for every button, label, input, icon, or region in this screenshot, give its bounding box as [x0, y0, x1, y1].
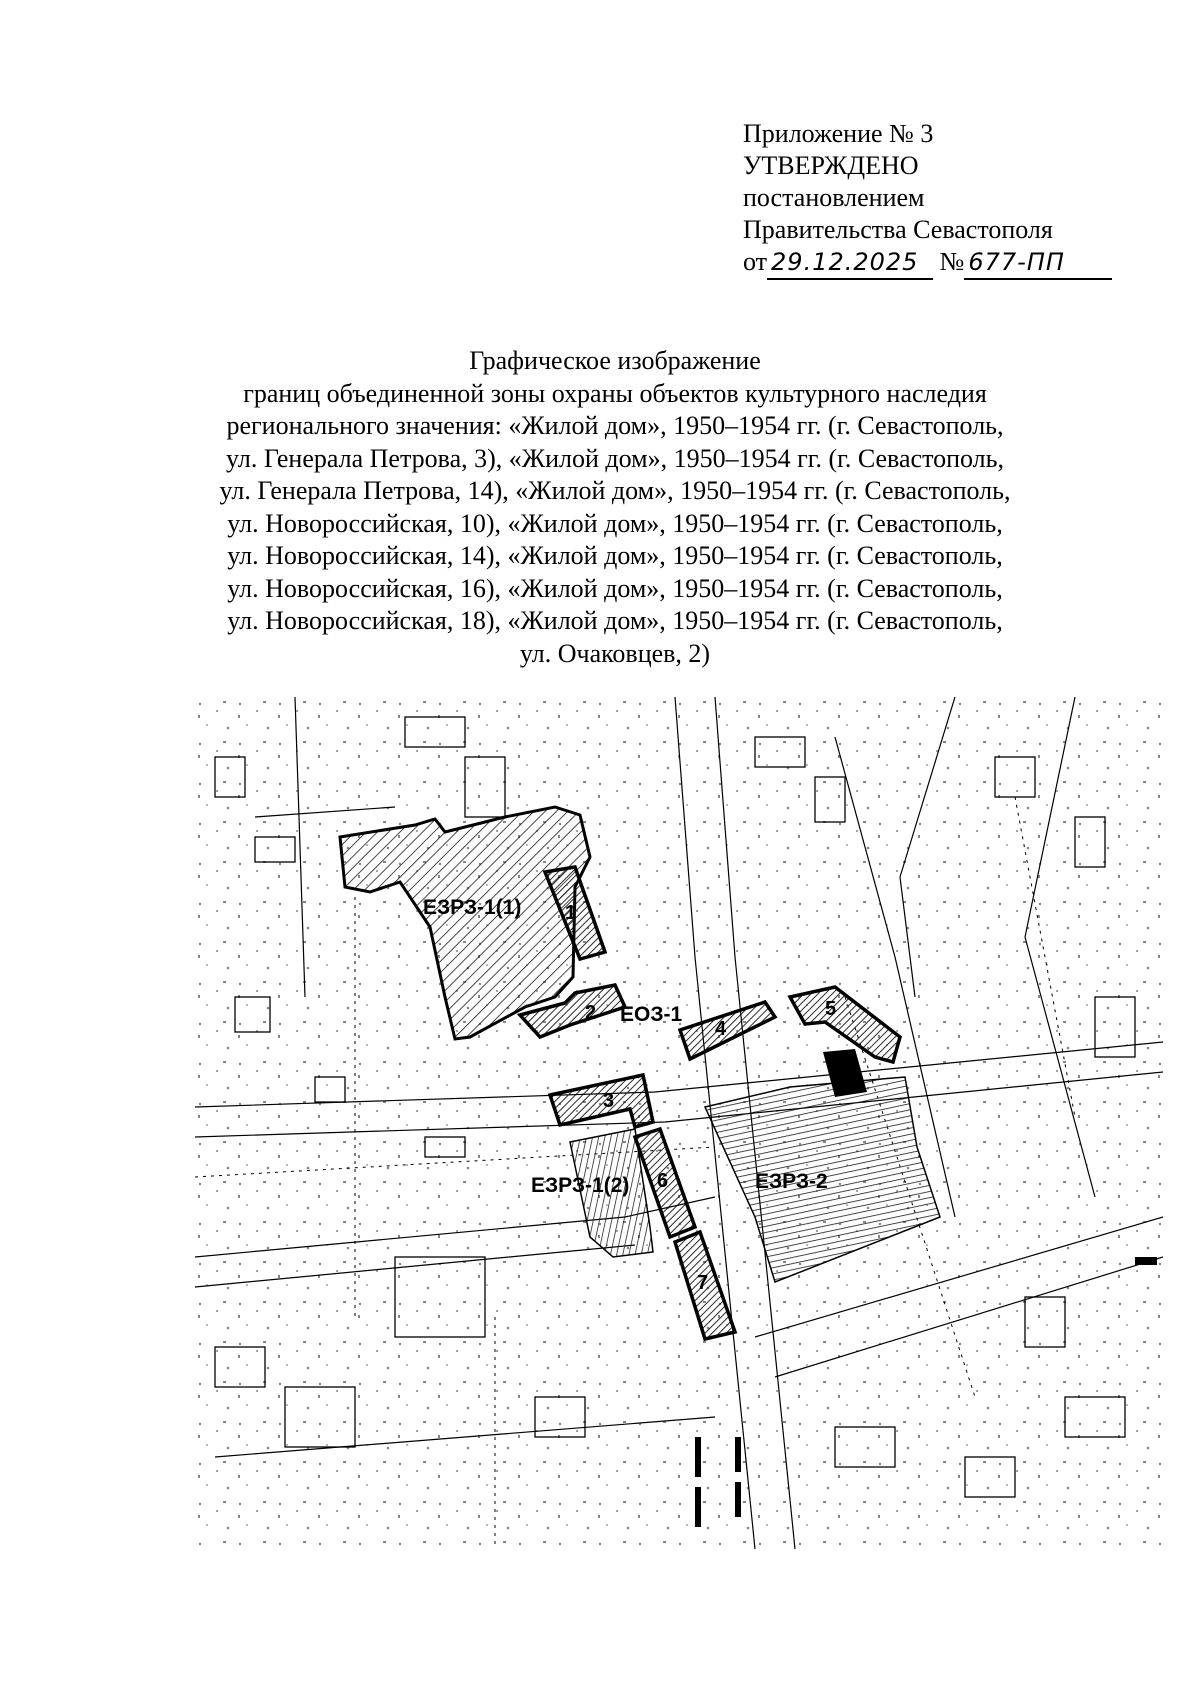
title-line: ул. Новороссийская, 14), «Жилой дом», 19…: [227, 541, 1003, 570]
title-line: границ объединенной зоны охраны объектов…: [243, 378, 987, 408]
approved-by-decree: постановлением: [743, 183, 925, 212]
object-1: [542, 865, 608, 962]
title-line: ул. Генерала Петрова, 14), «Жилой дом», …: [219, 476, 1011, 505]
title-line: ул. Новороссийская, 10), «Жилой дом», 19…: [227, 508, 1003, 538]
title-line: ул. Генерала Петрова, 3), «Жилой дом», 1…: [226, 443, 1004, 473]
base-map: [195, 697, 1163, 1549]
zone-label-ezrz-2: ЕЗРЗ-2: [755, 1170, 828, 1193]
zone-boundary-map: 1 2 3 4 5 6 7 ЕЗРЗ-1(1) ЕОЗ-1 ЕЗРЗ-1(2) …: [195, 697, 1163, 1549]
object-4: [677, 999, 778, 1062]
title-line: ул. Очаковцев, 2): [519, 638, 711, 668]
appendix-number: Приложение № 3: [743, 119, 934, 148]
object-2: [516, 983, 628, 1040]
title-line: ул. Новороссийская, 16), «Жилой дом», 19…: [227, 573, 1003, 603]
object-label-5: 5: [825, 998, 836, 1020]
approved-heading: УТВЕРЖДЕНО: [743, 151, 919, 180]
object-label-3: 3: [603, 1090, 614, 1112]
zone-ezrz-1-1: [338, 805, 592, 1041]
object-label-2: 2: [585, 1002, 596, 1024]
from-label: от: [743, 247, 768, 276]
approval-stamp-block: Приложение № 3 УТВЕРЖДЕНО постановлением…: [743, 118, 1143, 280]
object-label-1: 1: [565, 902, 576, 924]
zone-label-ezrz-1-2: ЕЗРЗ-1(2): [531, 1174, 629, 1197]
object-label-6: 6: [657, 1170, 668, 1192]
object-number-labels: 1 2 3 4 5 6 7: [565, 902, 836, 1294]
title-line: ул. Новороссийская, 18), «Жилой дом», 19…: [227, 606, 1003, 635]
zone-ezrz-1-2: [569, 1128, 654, 1258]
title-line: Графическое изображение: [469, 346, 761, 375]
approving-authority: Правительства Севастополя: [743, 215, 1053, 244]
object-label-4: 4: [715, 1018, 727, 1040]
map-svg: 1 2 3 4 5 6 7 ЕЗРЗ-1(1) ЕОЗ-1 ЕЗРЗ-1(2) …: [195, 697, 1163, 1549]
object-5: [787, 985, 903, 1065]
zone-ezrz-2: [703, 1049, 941, 1283]
protected-objects: [516, 865, 903, 1342]
object-3: [547, 1072, 656, 1130]
object-label-7: 7: [697, 1272, 708, 1294]
decree-date-handwritten: 29.12.2025: [767, 246, 934, 280]
zone-labels: ЕЗРЗ-1(1) ЕОЗ-1 ЕЗРЗ-1(2) ЕЗРЗ-2: [423, 896, 828, 1197]
decree-number-handwritten: 677-ПП: [964, 246, 1113, 280]
zone-label-eoz-1: ЕОЗ-1: [620, 1003, 682, 1026]
title-line: регионального значения: «Жилой дом», 195…: [226, 411, 1004, 440]
object-6: [632, 1126, 698, 1240]
number-label: №: [939, 247, 965, 276]
object-7: [672, 1229, 738, 1342]
document-title: Графическое изображение границ объединен…: [200, 345, 1030, 670]
zone-label-ezrz-1-1: ЕЗРЗ-1(1): [423, 896, 521, 919]
